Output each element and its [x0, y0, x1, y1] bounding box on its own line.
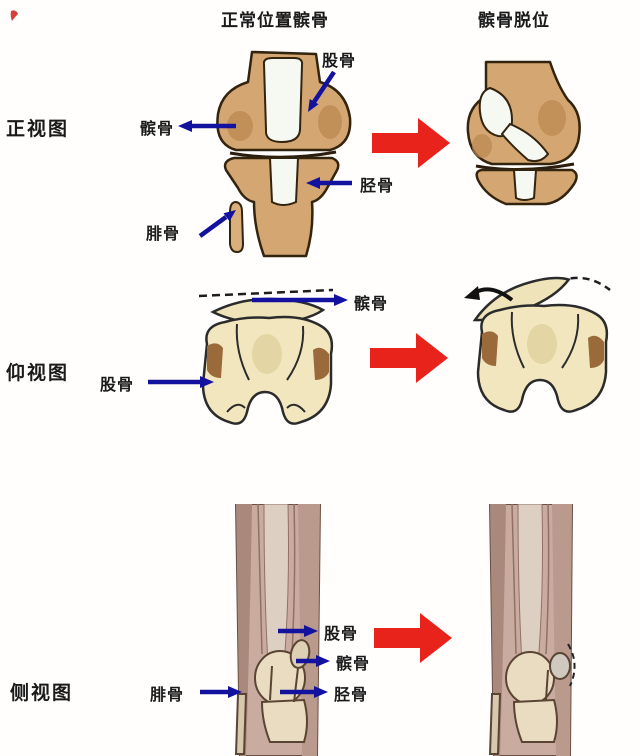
annotation-fibula-side: 腓骨	[150, 687, 185, 704]
red-speck-mark	[10, 10, 18, 21]
annotation-fibula-front: 腓骨	[146, 226, 181, 243]
row-label-side-view: 侧视图	[10, 683, 74, 704]
front-view-normal-illustration	[216, 50, 352, 258]
annotation-patella-front: 髌骨	[140, 121, 175, 138]
annotation-femur-side: 股骨	[324, 626, 359, 643]
bottom-view-dislocated-illustration	[464, 276, 611, 413]
annotation-patella-side: 髌骨	[336, 656, 371, 673]
annotation-arrow-icon	[252, 294, 348, 306]
annotation-arrow-icon	[148, 376, 214, 388]
annotation-femur-front: 股骨	[322, 53, 357, 70]
annotation-patella-bottom: 髌骨	[354, 296, 389, 313]
annotation-femur-bottom: 股骨	[100, 377, 135, 394]
annotation-arrow-icon	[306, 177, 352, 189]
annotation-arrow-icon	[178, 120, 236, 132]
annotation-arrow-icon	[296, 655, 330, 667]
annotation-arrow-icon	[280, 686, 328, 698]
annotation-arrow-icon	[278, 625, 318, 637]
front-view-dislocated-illustration	[466, 60, 581, 206]
row-label-front-view: 正视图	[6, 119, 70, 140]
row-label-bottom-view: 仰视图	[6, 363, 70, 384]
transform-arrow-icon	[372, 118, 450, 168]
bottom-view-normal-illustration	[198, 288, 334, 425]
side-view-dislocated-illustration	[488, 504, 576, 756]
annotation-tibia-side: 胫骨	[334, 687, 369, 704]
header-dislocated: 髌骨脱位	[478, 11, 550, 30]
annotation-arrow-icon	[308, 70, 336, 112]
annotation-arrow-icon	[200, 686, 242, 698]
annotation-arrow-icon	[198, 210, 236, 238]
transform-arrow-icon	[374, 613, 452, 663]
header-normal-position: 正常位置髌骨	[221, 11, 329, 30]
transform-arrow-icon	[370, 333, 448, 383]
annotation-tibia-front: 胫骨	[360, 178, 395, 195]
